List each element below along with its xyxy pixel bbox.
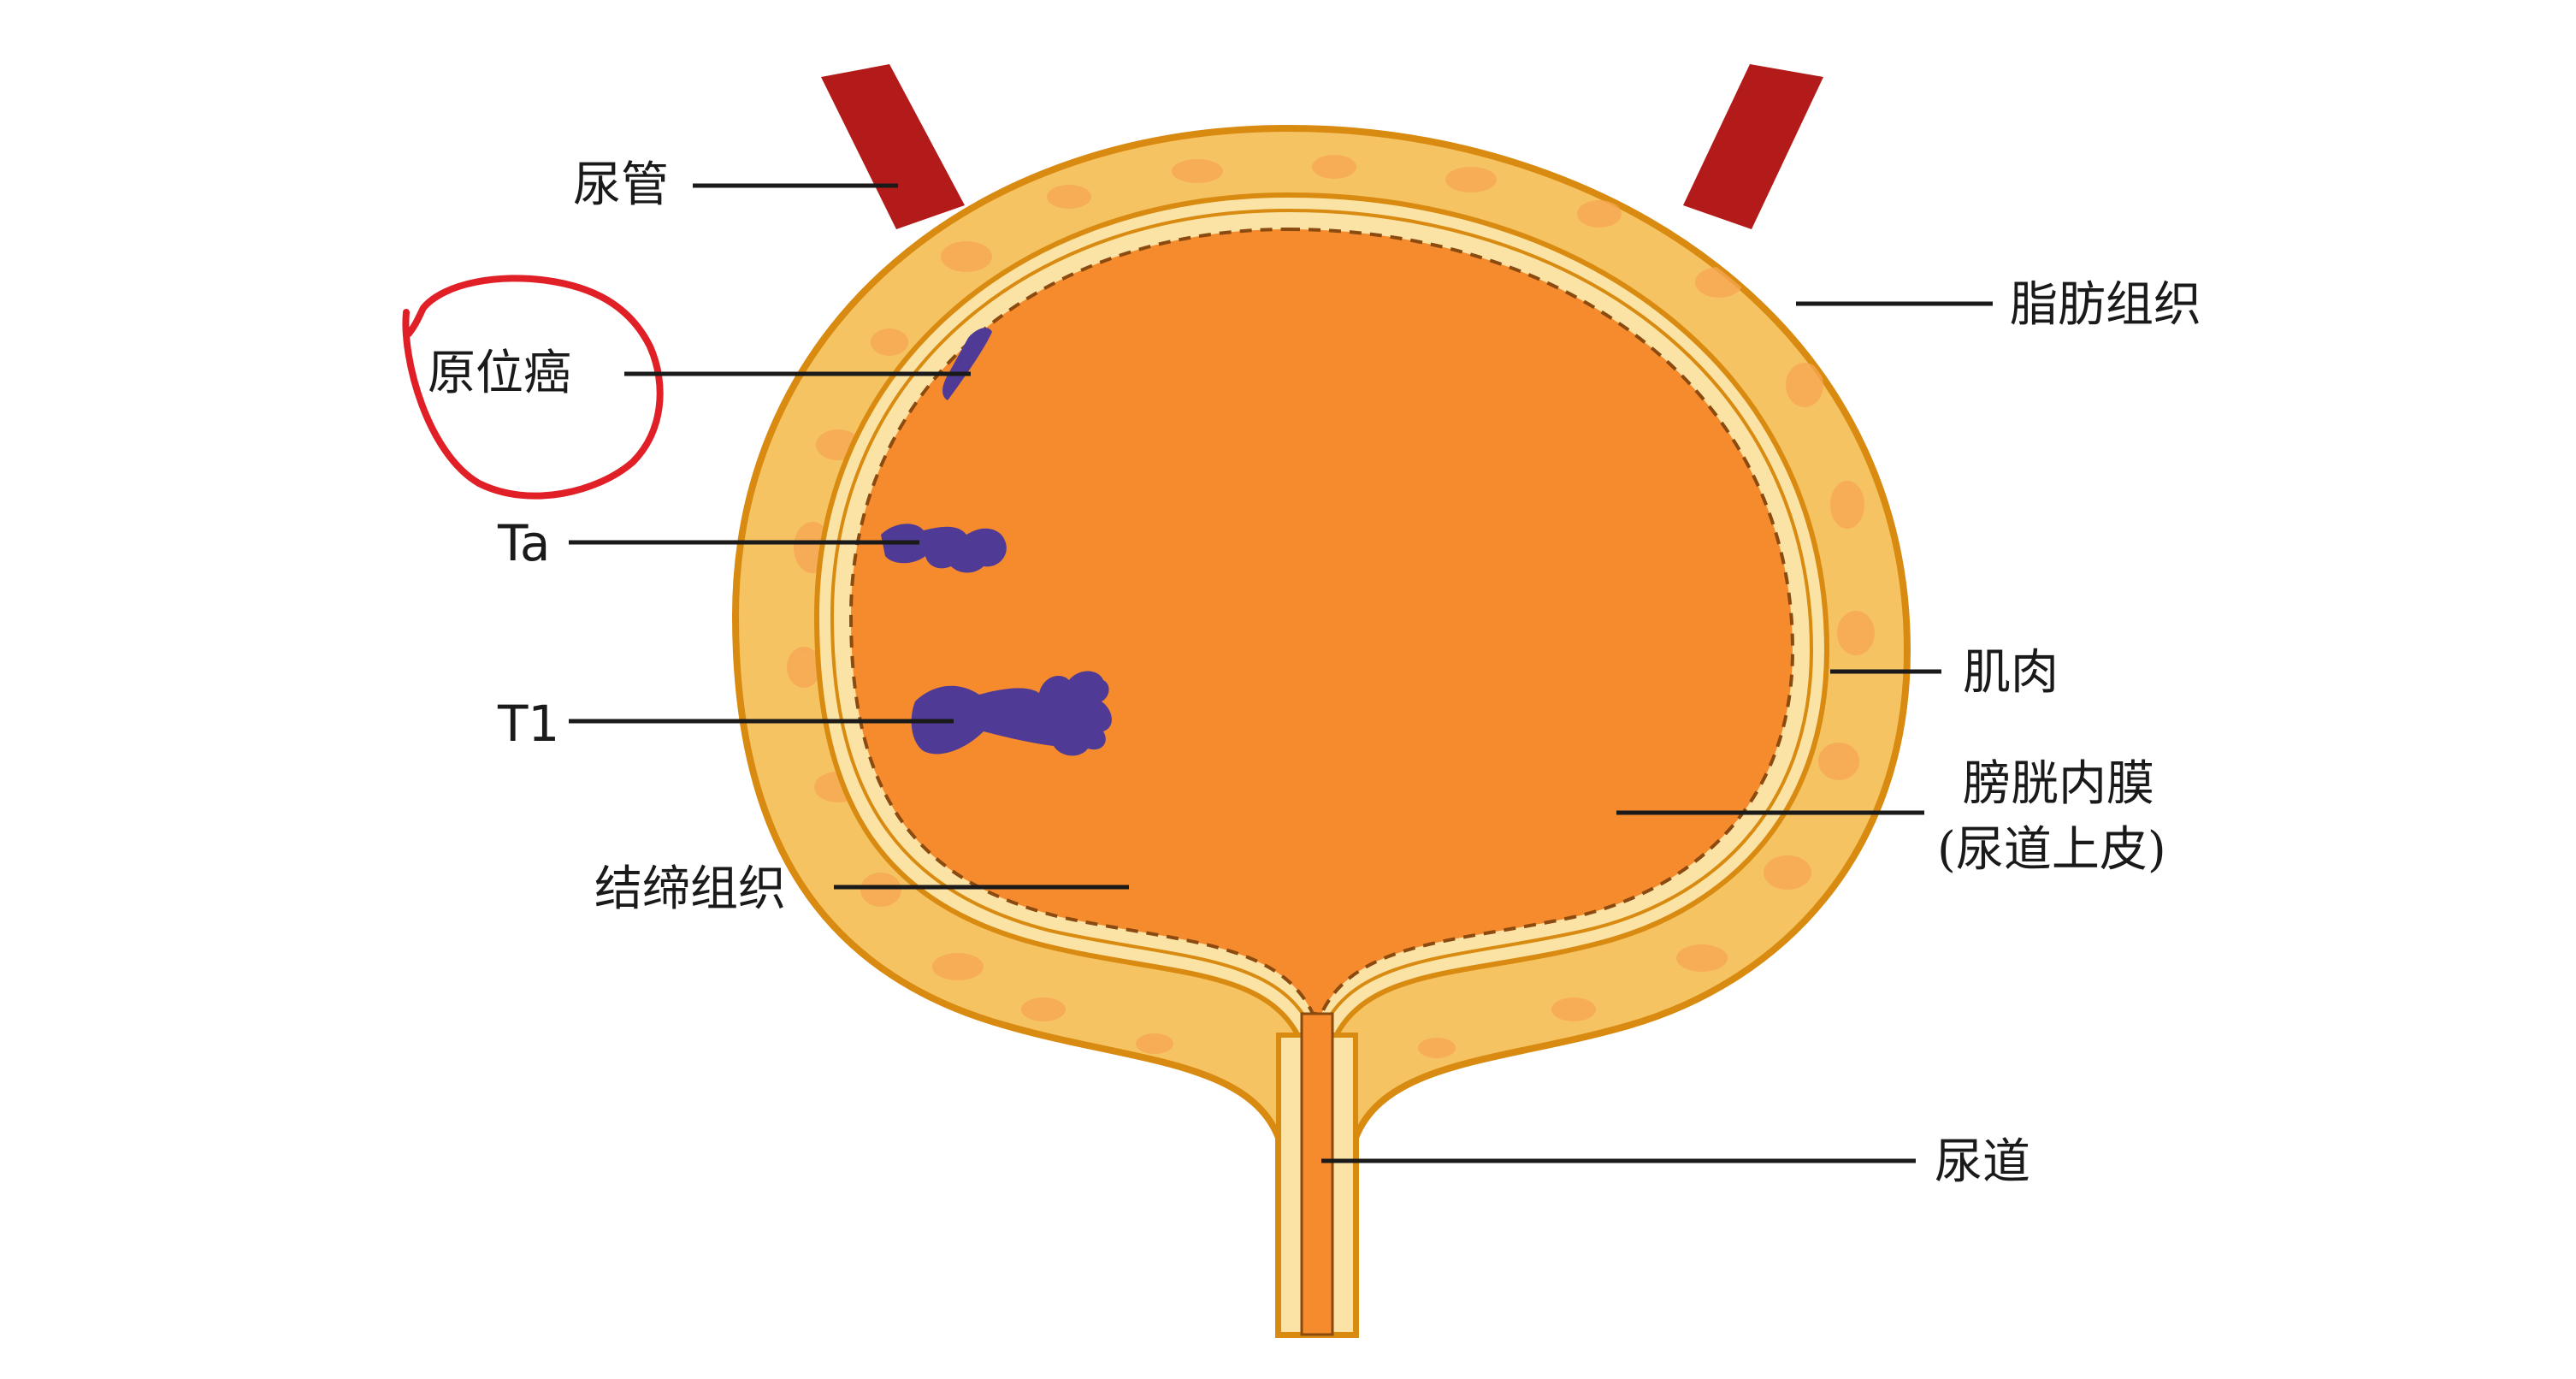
t1-tumor xyxy=(911,671,1112,756)
right-ureter xyxy=(1683,64,1823,229)
label-fat-tissue: 脂肪组织 xyxy=(2010,277,2201,333)
label-ta: Ta xyxy=(497,514,550,572)
highlight-circle xyxy=(402,275,664,500)
label-ureter: 尿管 xyxy=(573,157,669,213)
label-urethra: 尿道 xyxy=(1935,1134,2030,1190)
label-connective-tissue: 结缔组织 xyxy=(594,861,786,917)
label-carcinoma-in-situ: 原位癌 xyxy=(428,346,571,401)
label-t1: T1 xyxy=(497,695,559,753)
label-urothelium-line1: 膀胱内膜 xyxy=(1963,756,2154,812)
label-muscle: 肌肉 xyxy=(1963,645,2059,701)
left-ureter xyxy=(821,64,965,229)
ta-tumor xyxy=(881,524,1007,573)
carcinoma-in-situ-lesion xyxy=(942,328,992,400)
bladder-lumen xyxy=(848,227,1795,1015)
label-urothelium-line2: (尿道上皮) xyxy=(1937,822,2166,878)
urethra-lumen xyxy=(1300,1012,1334,1336)
